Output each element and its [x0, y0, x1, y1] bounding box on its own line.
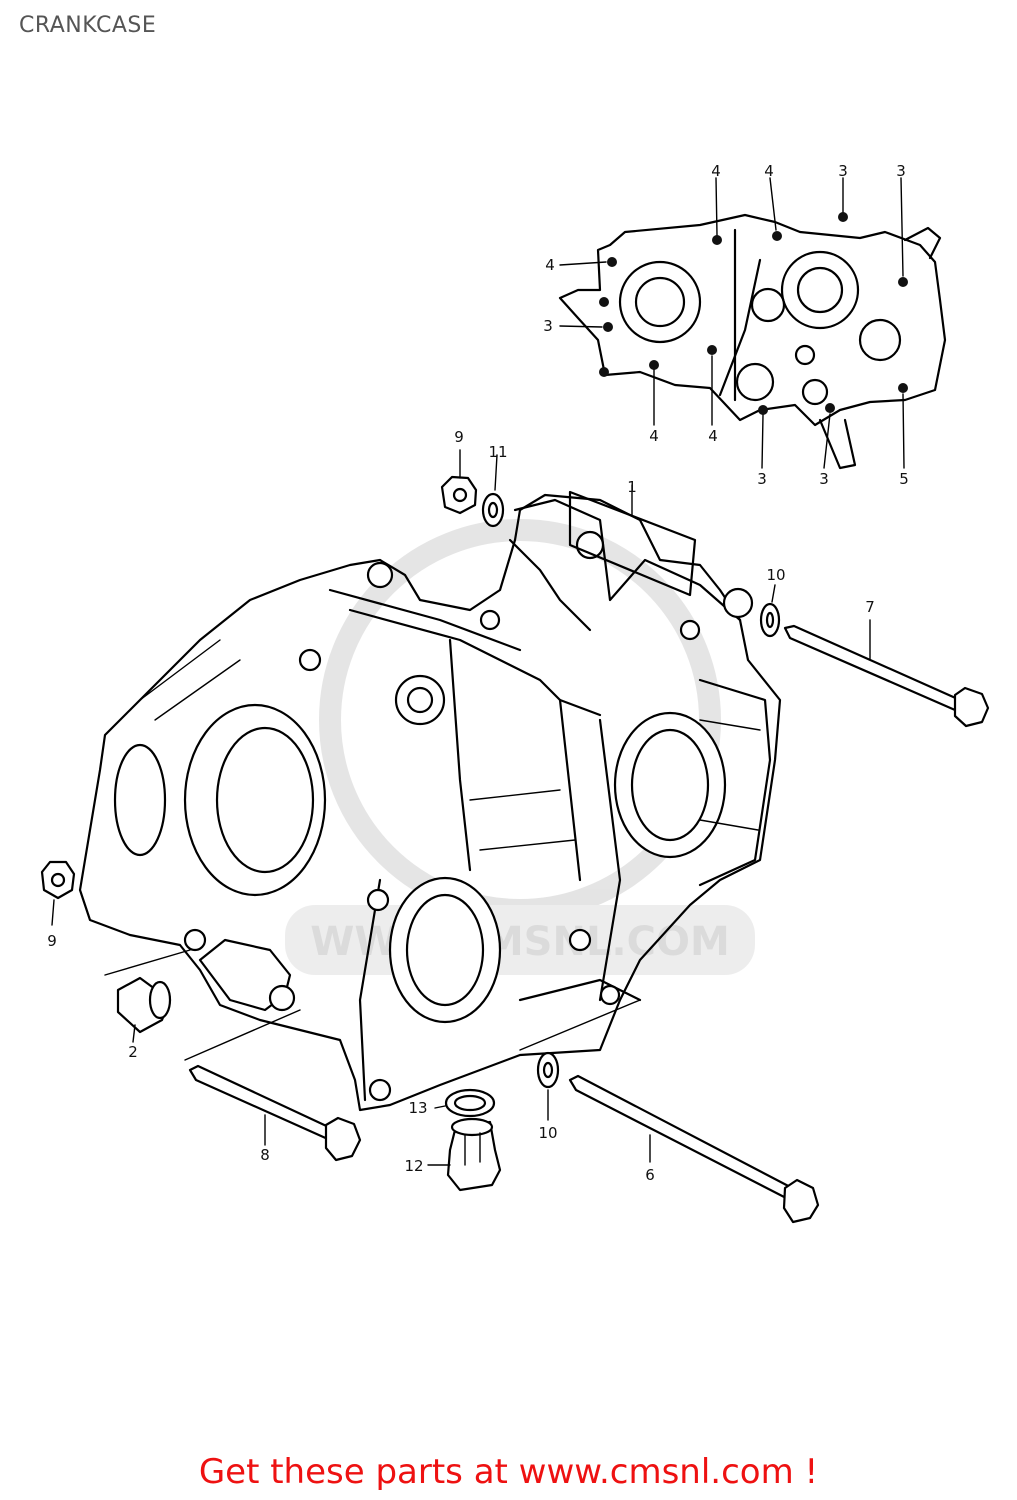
- bolt-part-6: [568, 1074, 820, 1224]
- inset-crankcase-view: [558, 177, 947, 470]
- inset-callout-4a: 4: [711, 162, 721, 180]
- callout-10-lower: 10: [538, 1124, 557, 1142]
- inset-callout-4d: 4: [649, 427, 659, 445]
- inset-callout-4b: 4: [764, 162, 774, 180]
- washer-part-11: [481, 492, 505, 528]
- callout-10-upper: 10: [766, 566, 785, 584]
- svg-text:WWW.CMSNL.COM: WWW.CMSNL.COM: [310, 919, 730, 965]
- inset-callout-3c: 3: [543, 317, 553, 335]
- callout-6: 6: [645, 1166, 655, 1184]
- crankcase-assembly: [78, 490, 782, 1112]
- bolt-part-8: [188, 1064, 362, 1162]
- washer-part-10-upper: [759, 602, 781, 638]
- callout-2: 2: [128, 1043, 138, 1061]
- drain-plug-part-12: [446, 1117, 502, 1192]
- inset-callout-3d: 3: [757, 470, 767, 488]
- callout-7: 7: [865, 598, 875, 616]
- dowel-pin-part-2: [116, 976, 172, 1034]
- callout-9-left: 9: [47, 932, 57, 950]
- parts-diagram: WWW.CMSNL.COM: [40, 162, 990, 1224]
- bolt-part-7: [783, 624, 990, 728]
- shop-link-banner[interactable]: Get these parts at www.cmsnl.com !: [198, 1452, 819, 1492]
- inset-callout-3a: 3: [838, 162, 848, 180]
- inset-callout-5: 5: [899, 470, 909, 488]
- inset-callout-3b: 3: [896, 162, 906, 180]
- nut-part-9-left: [40, 860, 76, 900]
- inset-callout-3e: 3: [819, 470, 829, 488]
- page-title: CRANKCASE: [19, 13, 157, 38]
- callout-12: 12: [404, 1157, 423, 1175]
- inset-callout-4c: 4: [545, 256, 555, 274]
- washer-part-10-lower: [536, 1051, 560, 1089]
- callout-13: 13: [408, 1099, 427, 1117]
- inset-callout-4e: 4: [708, 427, 718, 445]
- callout-8: 8: [260, 1146, 270, 1164]
- callout-1: 1: [627, 478, 637, 496]
- gasket-part-13: [444, 1088, 496, 1118]
- callout-leaders: [51, 449, 871, 1166]
- callout-9-top: 9: [454, 428, 464, 446]
- callout-11: 11: [488, 443, 507, 461]
- callout-labels: 9 11 1 10 7 9 2 8 13 12 10 6 4 4 3 3 4 3…: [47, 162, 909, 1184]
- nut-part-9-top: [440, 475, 478, 515]
